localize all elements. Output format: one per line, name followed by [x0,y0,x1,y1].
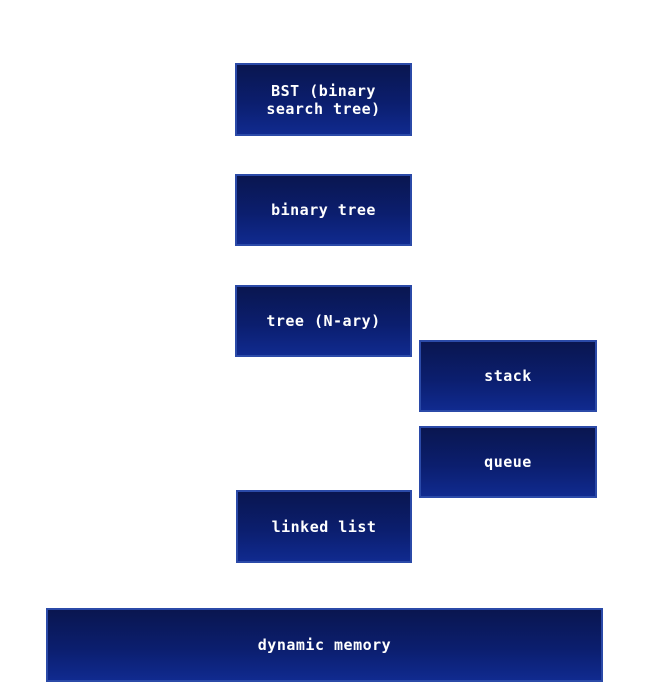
node-tree-nary-label: tree (N-ary) [266,312,381,330]
node-stack: stack [419,340,597,412]
node-linked-list: linked list [236,490,412,563]
node-dynamic-memory-label: dynamic memory [257,636,392,654]
node-binary-tree: binary tree [235,174,412,246]
node-queue-label: queue [484,453,532,471]
node-bst-label: BST (binary search tree) [266,81,381,118]
node-tree-nary: tree (N-ary) [235,285,412,357]
node-stack-label: stack [484,367,532,385]
node-linked-list-label: linked list [271,517,377,536]
node-binary-tree-label: binary tree [271,201,376,219]
node-dynamic-memory: dynamic memory [46,608,603,682]
node-queue: queue [419,426,597,498]
node-bst: BST (binary search tree) [235,63,412,136]
